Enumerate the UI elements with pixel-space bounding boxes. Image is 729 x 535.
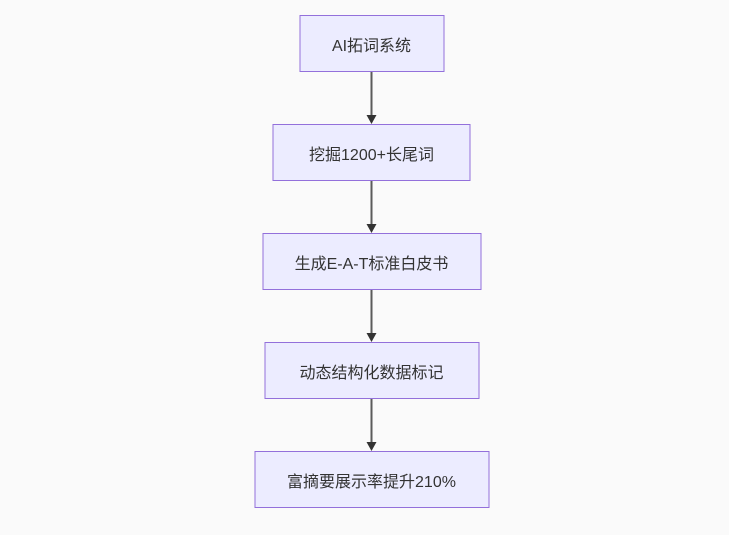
- arrow-shaft: [370, 72, 373, 115]
- arrowhead-down-icon: [366, 442, 377, 451]
- flow-node-longtail-words: 挖掘1200+长尾词: [272, 124, 471, 181]
- arrow-shaft: [370, 290, 373, 333]
- flow-node-label: 挖掘1200+长尾词: [309, 146, 434, 164]
- flow-arrow-down: [366, 399, 377, 451]
- flow-node-structured-data: 动态结构化数据标记: [264, 342, 479, 399]
- arrowhead-down-icon: [366, 115, 377, 124]
- arrowhead-down-icon: [366, 224, 377, 233]
- arrowhead-down-icon: [366, 333, 377, 342]
- arrow-shaft: [370, 399, 373, 442]
- flow-node-label: 动态结构化数据标记: [299, 364, 444, 382]
- flow-node-ai-system: AI拓词系统: [299, 15, 444, 72]
- flow-arrow-down: [366, 290, 377, 342]
- flow-node-label: 生成E-A-T标准白皮书: [294, 255, 449, 273]
- flowchart-column: AI拓词系统 挖掘1200+长尾词 生成E-A-T标准白皮书 动态结构化数据标记: [254, 15, 489, 508]
- flow-node-label: 富摘要展示率提升210%: [287, 473, 456, 491]
- flow-arrow-down: [366, 181, 377, 233]
- flow-node-rich-snippet-result: 富摘要展示率提升210%: [254, 451, 489, 508]
- arrow-shaft: [370, 181, 373, 224]
- flow-node-eat-whitepaper: 生成E-A-T标准白皮书: [262, 233, 481, 290]
- flow-node-label: AI拓词系统: [331, 37, 412, 55]
- flow-arrow-down: [366, 72, 377, 124]
